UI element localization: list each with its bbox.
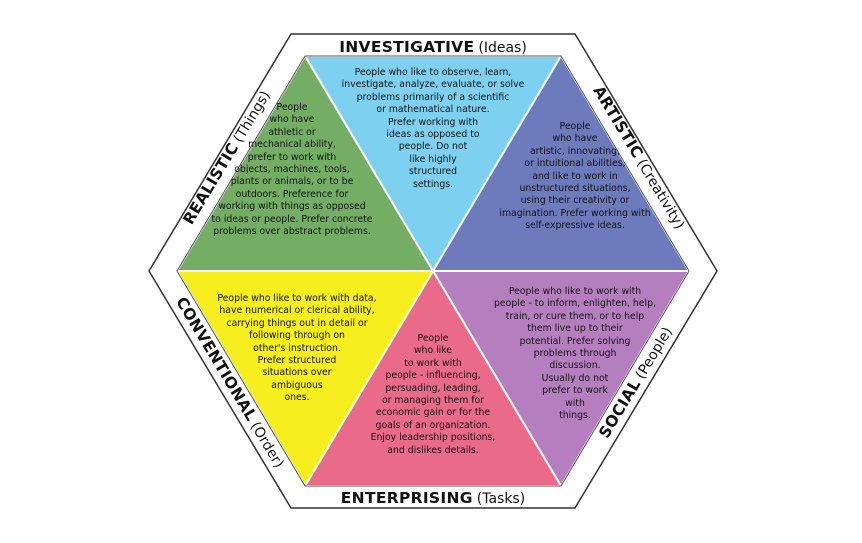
description-realistic: People who have athletic or mechanical a… (211, 102, 373, 238)
description-enterprising: People who like to work with people - in… (370, 333, 496, 456)
label-enterprising: ENTERPRISING(Tasks) (341, 489, 525, 507)
description-artistic: People who have artistic, innovating, or… (499, 121, 651, 232)
description-conventional: People who like to work with data, have … (217, 293, 377, 404)
label-investigative: INVESTIGATIVE(Ideas) (339, 38, 527, 56)
hexagon-inner-outline (176, 55, 690, 487)
description-investigative: People who like to observe, learn, inves… (341, 67, 525, 190)
description-social: People who like to work with people - to… (494, 286, 656, 422)
